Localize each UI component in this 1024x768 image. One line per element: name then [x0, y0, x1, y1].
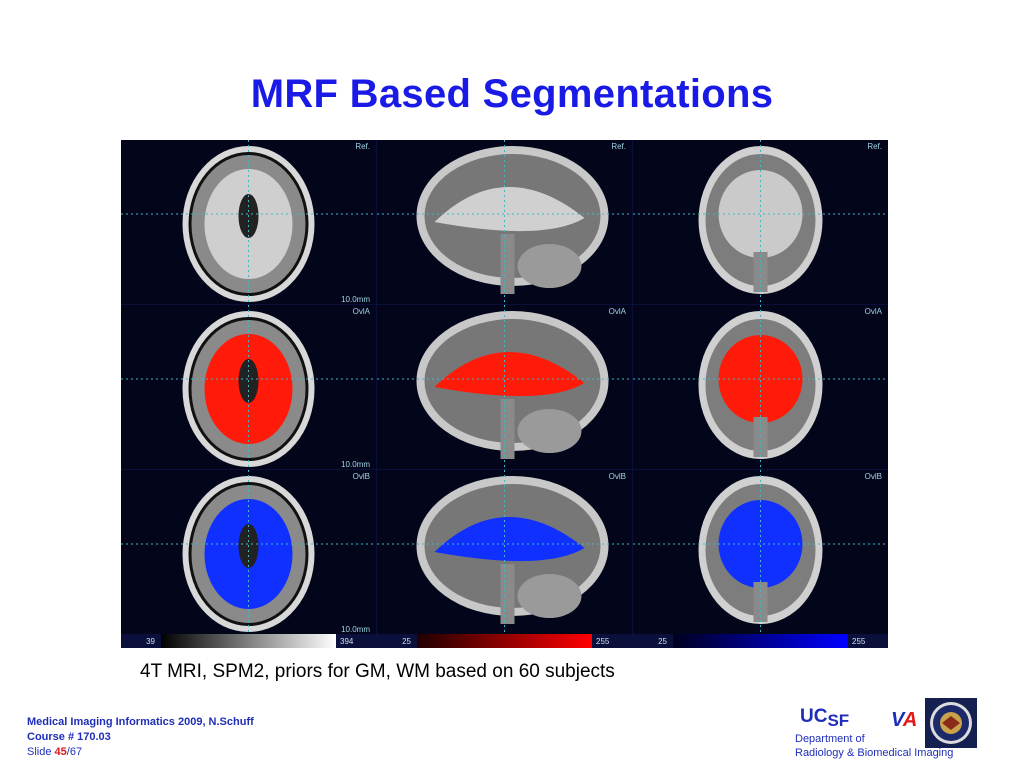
panel-corner-label: OvlA [609, 307, 627, 316]
slide-number: 45 [54, 746, 67, 758]
slide-counter: Slide 45/67 [27, 745, 254, 760]
colorbar-gradient [417, 634, 592, 648]
tissue-overlay [434, 516, 585, 562]
slide-title: MRF Based Segmentations [250, 72, 774, 116]
brainstem [753, 252, 768, 292]
panel-reference-coronal: Ref. [633, 140, 888, 304]
colorbar-1: 25 255 [402, 634, 610, 648]
footer-course-number: Course # 170.03 [27, 731, 111, 743]
panel-corner-label: Ref. [355, 142, 370, 151]
panel-corner-label: Ref. [867, 142, 882, 151]
colorbar-row [121, 634, 888, 648]
va-logo: VA [891, 709, 917, 732]
ucsf-uc: UC [800, 706, 828, 727]
footer-course-title: Medical Imaging Informatics 2009, N.Schu… [27, 716, 254, 728]
panel-scale-label: 10.0mm [341, 460, 370, 469]
panel-corner-label: OvlB [353, 472, 370, 481]
colorbar-gradient [161, 634, 336, 648]
colorbar-2: 25 255 [658, 634, 866, 648]
panel-corner-label: OvlB [865, 472, 882, 481]
colorbar-max-label: 394 [340, 637, 354, 646]
brainstem [753, 417, 768, 457]
tissue-overlay [434, 186, 585, 232]
brainstem [753, 582, 768, 622]
figure-caption: 4T MRI, SPM2, priors for GM, WM based on… [140, 661, 615, 682]
colorbar-min-label: 25 [658, 637, 667, 646]
tissue-overlay [718, 500, 803, 588]
logo-area: UCSF VA Department of Radiology & Biomed… [795, 698, 995, 768]
panel-corner-label: OvlA [353, 307, 371, 316]
colorbar-0: 39 394 [146, 634, 354, 648]
panel-white-matter-axial: OvlB 10.0mm [121, 470, 376, 634]
panel-reference-sagittal: Ref. [377, 140, 632, 304]
va-seal-icon [925, 698, 977, 748]
panel-white-matter-sagittal: OvlB [377, 470, 632, 634]
slide-prefix: Slide [27, 746, 55, 758]
panel-gray-matter-sagittal: OvlA [377, 305, 632, 469]
cerebellum [517, 244, 582, 288]
tissue-overlay [434, 351, 585, 397]
panel-scale-label: 10.0mm [341, 295, 370, 304]
panel-scale-label: 10.0mm [341, 625, 370, 634]
panel-corner-label: OvlA [865, 307, 883, 316]
department-line-1: Department of [795, 733, 865, 745]
colorbar-max-label: 255 [852, 637, 866, 646]
panel-white-matter-coronal: OvlB [633, 470, 888, 634]
brainstem [500, 564, 515, 624]
department-line-2: Radiology & Biomedical Imaging [795, 747, 954, 759]
brainstem [500, 399, 515, 459]
tissue-overlay [718, 335, 803, 423]
panel-corner-label: Ref. [611, 142, 626, 151]
panel-gray-matter-axial: OvlA 10.0mm [121, 305, 376, 469]
panel-gray-matter-coronal: OvlA [633, 305, 888, 469]
colorbar-max-label: 255 [596, 637, 610, 646]
cerebellum [517, 409, 582, 453]
ucsf-logo: UCSF [800, 706, 850, 730]
va-v: V [891, 709, 903, 731]
colorbar-gradient [673, 634, 848, 648]
panel-reference-axial: Ref. 10.0mm [121, 140, 376, 304]
department-name: Department of Radiology & Biomedical Ima… [795, 732, 953, 760]
panel-corner-label: OvlB [609, 472, 626, 481]
colorbar-min-label: 25 [402, 637, 411, 646]
slide-footer: Medical Imaging Informatics 2009, N.Schu… [27, 715, 254, 760]
ucsf-sf: SF [827, 711, 850, 730]
cerebellum [517, 574, 582, 618]
colorbar-min-label: 39 [146, 637, 155, 646]
slide-total: /67 [66, 746, 83, 758]
brainstem [500, 234, 515, 294]
tissue-overlay [718, 170, 803, 258]
va-a: A [902, 709, 918, 731]
